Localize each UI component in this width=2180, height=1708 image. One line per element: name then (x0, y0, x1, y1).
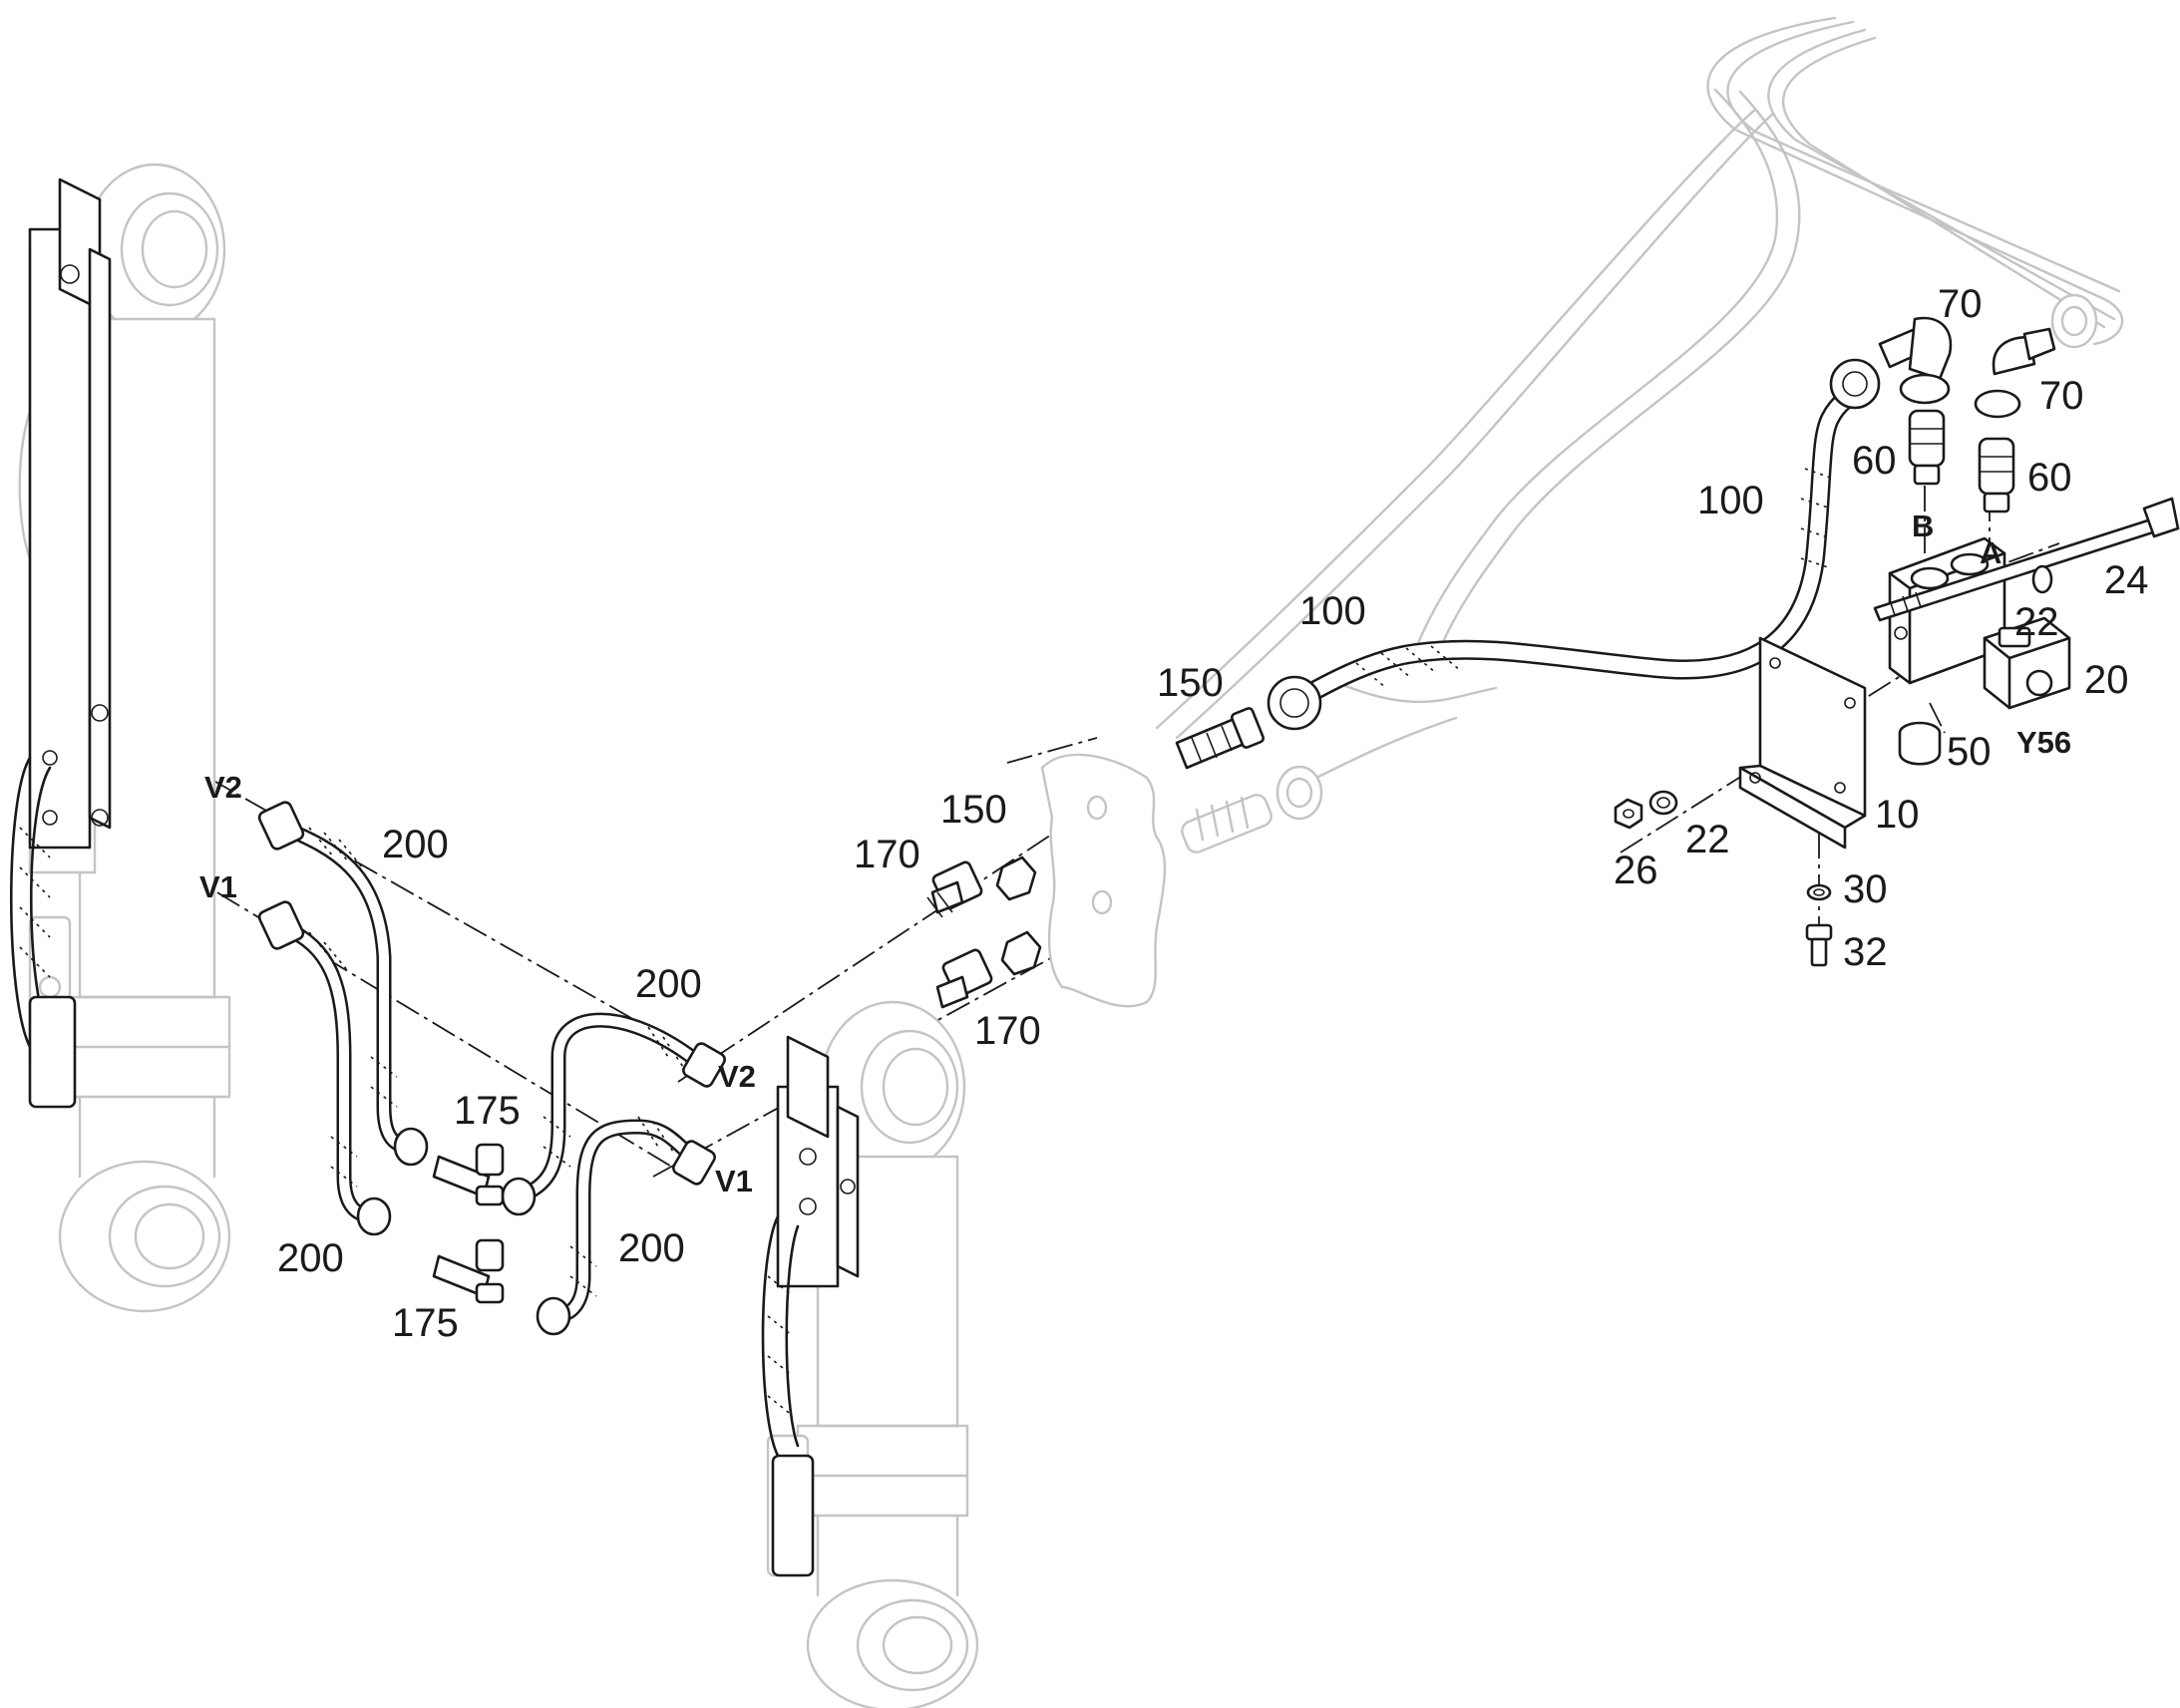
nut-26 (1614, 798, 1643, 830)
port-label-v2-center: V2 (718, 1059, 756, 1094)
background-pipe-assembly (1155, 16, 2124, 854)
callout-100a: 100 (1697, 479, 1764, 522)
bolt-24 (1873, 497, 2180, 622)
callout-26: 26 (1614, 849, 1658, 892)
bulkhead-fitting-170-lower (935, 948, 993, 1009)
hose-200-upper-center (501, 1012, 726, 1216)
callout-175b: 175 (392, 1301, 459, 1345)
port-label-y56: Y56 (2016, 725, 2071, 760)
tee-fitting-175-lower (432, 1238, 505, 1304)
callout-32: 32 (1843, 930, 1888, 974)
bulkhead-plate (1040, 753, 1167, 1008)
callout-200c: 200 (618, 1226, 685, 1270)
callout-70b: 70 (2039, 374, 2084, 418)
lock-nut-150-upper (995, 855, 1037, 901)
center-valve-block (761, 1035, 860, 1577)
washer-22-lower (1648, 790, 1678, 816)
plug-50 (1898, 721, 1942, 766)
solenoid-coil-20 (1983, 616, 2071, 710)
straight-adapter-60-left (1908, 409, 1946, 486)
lock-nut-150-lower (1000, 930, 1042, 976)
elbow-fitting-70-left (1878, 316, 1953, 405)
straight-adapter-60-right (1978, 437, 2015, 513)
port-label-v1-center: V1 (715, 1164, 753, 1198)
part-callouts: 70 70 60 60 100 100 24 22 20 50 150 150 … (277, 282, 2149, 1345)
left-valve-block (9, 177, 112, 1109)
elbow-fitting-70-right (1974, 327, 2056, 419)
callout-50: 50 (1947, 730, 1992, 774)
washer-22-upper (2031, 564, 2053, 594)
callout-22a: 22 (2014, 600, 2059, 644)
hose-100 (1267, 358, 1881, 731)
screw-32 (1805, 923, 1833, 967)
port-label-b: B (1912, 509, 1934, 543)
callout-30: 30 (1843, 867, 1888, 911)
callout-60b: 60 (2027, 456, 2072, 500)
port-label-v2-left: V2 (204, 770, 242, 805)
bulkhead-fitting-170-upper (926, 860, 983, 918)
callout-22b: 22 (1685, 818, 1730, 861)
hose-200-upper-left (257, 801, 429, 1167)
callout-175a: 175 (454, 1089, 521, 1133)
callout-200a: 200 (382, 823, 449, 866)
callout-24: 24 (2104, 558, 2149, 602)
callout-150a: 150 (1157, 661, 1224, 705)
callout-60a: 60 (1852, 439, 1897, 483)
washer-30 (1806, 883, 1832, 901)
callout-200b: 200 (635, 962, 702, 1006)
callout-70a: 70 (1938, 282, 1983, 326)
port-labels: B A Y56 V2 V1 V2 V1 (199, 509, 2071, 1198)
hose-adapter-150 (1175, 707, 1266, 770)
callout-100b: 100 (1299, 589, 1366, 633)
callout-10: 10 (1875, 793, 1920, 837)
hose-200-lower-left (257, 900, 392, 1236)
callout-170b: 170 (974, 1009, 1041, 1053)
mounting-bracket-10 (1738, 636, 1867, 850)
callout-170a: 170 (854, 833, 920, 876)
callout-200d: 200 (277, 1236, 344, 1280)
callout-20: 20 (2084, 658, 2129, 702)
port-label-a: A (1980, 535, 2001, 570)
tee-fitting-175-upper (432, 1143, 505, 1206)
port-label-v1-left: V1 (199, 869, 237, 904)
callout-150b: 150 (940, 788, 1007, 832)
hose-200-lower-center (536, 1116, 716, 1336)
